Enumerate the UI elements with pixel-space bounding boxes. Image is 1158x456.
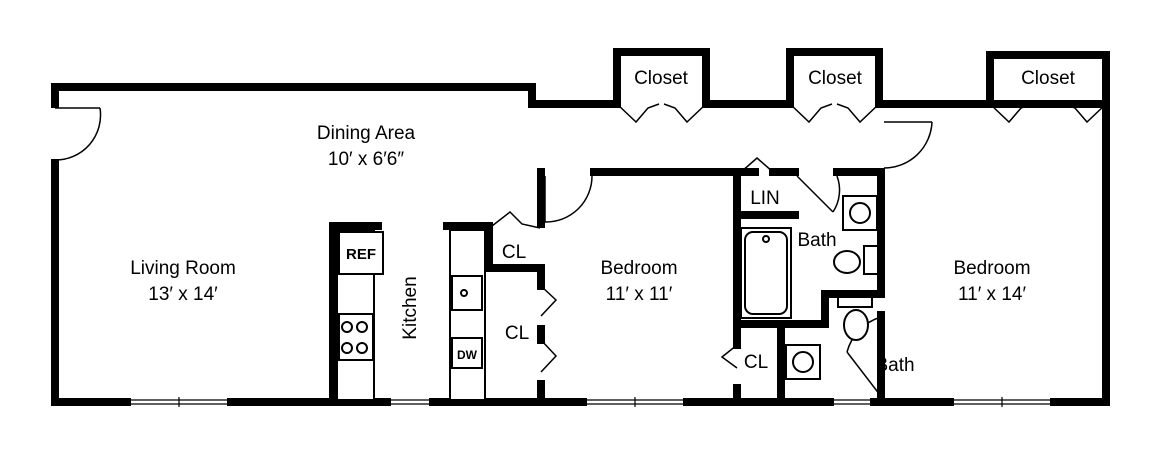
exterior-walls xyxy=(51,48,1110,406)
burner-3 xyxy=(341,342,353,354)
bedroom-2-size: 11′ x 14′ xyxy=(958,284,1026,305)
doors xyxy=(54,103,1107,396)
bedroom-1-size: 11′ x 11′ xyxy=(606,284,673,305)
kitchen-fixtures xyxy=(336,229,486,401)
ref-label: REF xyxy=(346,246,376,263)
burner-2 xyxy=(356,321,368,333)
dining-area-size: 10′ x 6′6″ xyxy=(328,149,404,170)
bath-1-toilet xyxy=(833,250,861,274)
bath-fixtures xyxy=(740,195,879,380)
closet-1-label: Closet xyxy=(634,68,689,89)
bedroom-2-name: Bedroom xyxy=(953,258,1030,279)
bath-1-label: Bath xyxy=(797,230,836,251)
dw-label: DW xyxy=(457,348,478,362)
bath-2-toilet xyxy=(843,309,869,341)
burner-4 xyxy=(356,342,368,354)
kitchen-label: Kitchen xyxy=(400,276,421,339)
cl-1-label: CL xyxy=(502,242,526,263)
living-room-name: Living Room xyxy=(130,258,236,279)
bedroom-1-name: Bedroom xyxy=(600,258,677,279)
windows xyxy=(131,397,1050,407)
cl-2-label: CL xyxy=(505,323,529,344)
cl-3-label: CL xyxy=(744,352,768,373)
closet-2-label: Closet xyxy=(808,68,863,89)
lin-label: LIN xyxy=(750,188,780,209)
bath-1-sink xyxy=(842,195,878,231)
refrigerator xyxy=(338,231,384,275)
dining-area-name: Dining Area xyxy=(317,123,416,144)
bath-2-sink xyxy=(785,344,821,380)
dishwasher xyxy=(451,337,483,369)
closet-3-label: Closet xyxy=(1021,68,1076,89)
interior-walls xyxy=(329,100,1110,406)
burner-1 xyxy=(341,321,353,333)
living-room-size: 13′ x 14′ xyxy=(148,284,218,305)
labels: Dining Area 10′ x 6′6″ Living Room 13′ x… xyxy=(130,68,1075,376)
bath-2-label: Bath xyxy=(875,355,914,376)
